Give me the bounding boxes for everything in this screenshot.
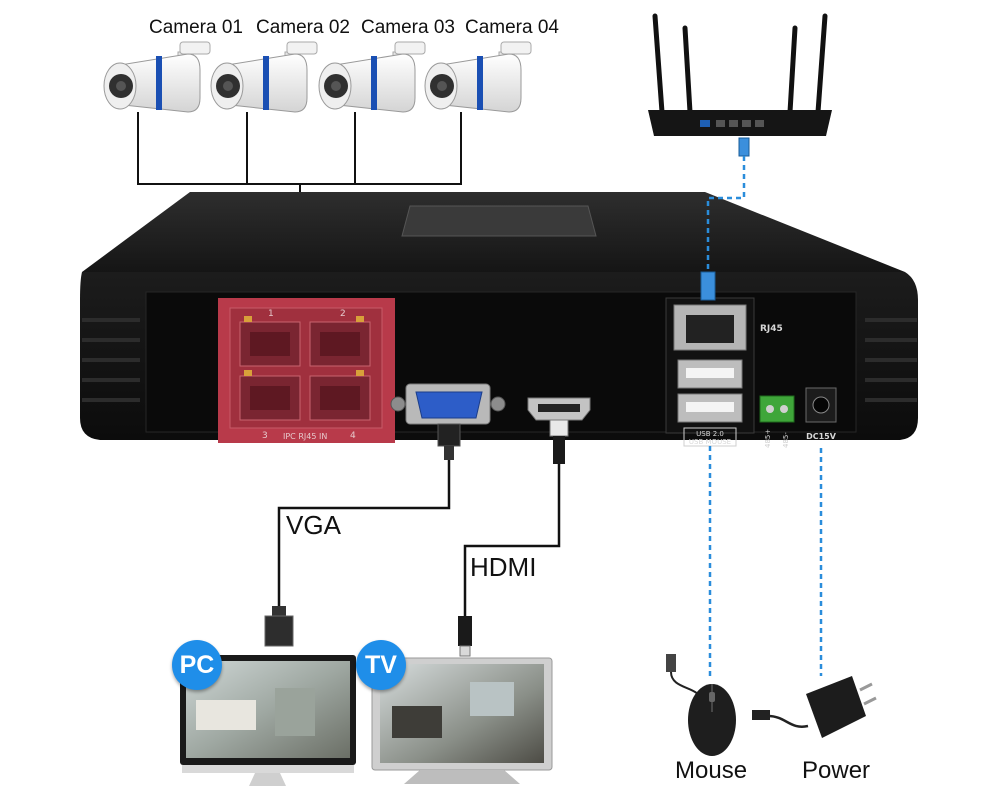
poe-port-1 (239, 316, 301, 367)
router-lan-port (716, 120, 725, 127)
mouse (666, 654, 736, 756)
tv (371, 657, 553, 784)
usb-label-top: USB 2.0 (696, 430, 724, 438)
router-antenna (815, 13, 828, 115)
camera-blue-ring (477, 56, 483, 110)
usb-port-1 (677, 359, 743, 389)
mouse-usb-plug (666, 654, 676, 672)
poe-port-number-1: 1 (268, 309, 274, 319)
pc-screen-sofa (196, 700, 256, 730)
camera-mount-base (179, 41, 211, 55)
power-adapter-body (806, 676, 866, 738)
camera-04-label: Camera 04 (465, 17, 559, 38)
poe-port-number-3: 3 (262, 431, 268, 441)
camera-lens-inner (331, 81, 341, 91)
camera-03-label: Camera 03 (361, 17, 455, 38)
dc-label: DC15V (806, 432, 837, 441)
poe-ports-label: IPC RJ45 IN (283, 432, 327, 441)
mouse-body (688, 684, 736, 756)
camera-03 (318, 41, 426, 113)
vga-port (390, 383, 506, 425)
camera-mount-base (286, 41, 318, 55)
mouse-wheel (709, 692, 715, 702)
network-cable (700, 156, 746, 301)
camera-04 (424, 41, 532, 113)
camera-mount-base (394, 41, 426, 55)
power-prong (863, 696, 877, 706)
vga-label: VGA (286, 510, 341, 540)
router (648, 13, 832, 157)
power-cable (767, 714, 809, 728)
camera-lens-inner (223, 81, 233, 91)
camera-bus-cable (137, 112, 462, 185)
router-body (648, 110, 832, 136)
hdmi-cable (458, 419, 569, 657)
camera-mount-base (500, 41, 532, 55)
tv-stand (404, 770, 520, 784)
poe-port-4 (309, 370, 371, 421)
pc-badge: PC (172, 640, 222, 690)
poe-port-number-4: 4 (350, 431, 356, 441)
pc-monitor-chin (182, 765, 354, 773)
hdmi-label: HDMI (470, 552, 537, 582)
mouse-label: Mouse (675, 757, 748, 784)
dc-power-jack (805, 387, 837, 423)
rs485-terminal (759, 395, 795, 423)
nvr-rj45-plug (700, 271, 716, 301)
router-antenna (682, 25, 693, 115)
router-lan-port (755, 120, 764, 127)
camera-01 (103, 41, 211, 113)
camera-lens-inner (116, 81, 126, 91)
tv-screen-window (470, 682, 514, 716)
nvr-recorder: 1 2 3 4 IPC RJ45 IN RJ45 (80, 192, 918, 448)
camera-01-label: Camera 01 (149, 17, 243, 38)
usb-label-bottom: USB MOUSE (689, 438, 731, 446)
rs485-plus-label: 485+ (764, 429, 772, 448)
power-label: Power (802, 757, 871, 784)
camera-blue-ring (371, 56, 377, 110)
pc-monitor-stand (249, 773, 286, 786)
router-rj45-plug (738, 137, 750, 157)
camera-02 (210, 41, 318, 113)
vga-cable (264, 423, 461, 647)
hdmi-port (527, 397, 591, 421)
power-prong (859, 682, 873, 692)
nvr-top-panel (401, 205, 597, 237)
tv-screen-chair (392, 706, 442, 738)
router-wan-port (700, 120, 710, 127)
camera-blue-ring (263, 56, 269, 110)
poe-port-number-2: 2 (340, 309, 346, 319)
tv-badge: TV (356, 640, 406, 690)
router-lan-port (742, 120, 751, 127)
power-adapter (752, 676, 877, 738)
router-antenna (652, 13, 665, 115)
camera-02-label: Camera 02 (256, 17, 350, 38)
router-lan-port (729, 120, 738, 127)
nvr-right-vents (865, 318, 917, 402)
rj45-port (673, 304, 747, 351)
rj45-label: RJ45 (760, 324, 783, 334)
poe-port-3 (239, 370, 301, 421)
usb-port-2 (677, 393, 743, 423)
pc-screen-window (275, 688, 315, 736)
power-dc-plug (752, 710, 770, 720)
poe-port-2 (309, 316, 371, 367)
camera-lens-inner (437, 81, 447, 91)
rs485-minus-label: 485- (782, 432, 790, 448)
nvr-left-vents (82, 318, 140, 402)
router-antenna (787, 25, 798, 115)
camera-blue-ring (156, 56, 162, 110)
